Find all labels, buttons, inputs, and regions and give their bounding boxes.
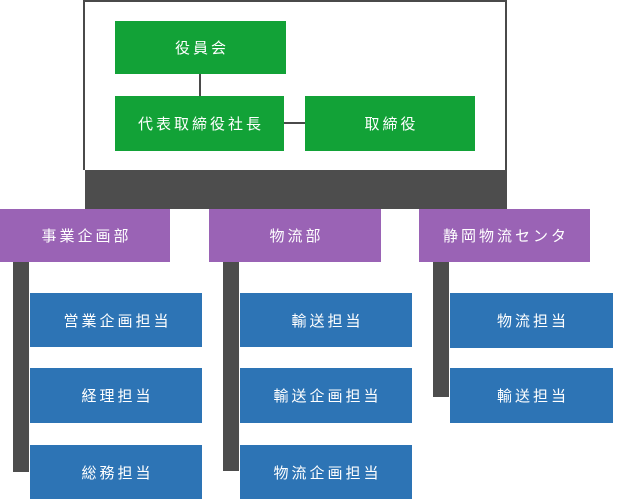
team-box-transport-planning: 輸送企画担当	[240, 368, 412, 423]
platform-bar	[85, 170, 507, 209]
team-box-accounting: 経理担当	[30, 368, 202, 423]
org-node-president: 代表取締役社長	[115, 96, 284, 151]
connector-board-president	[199, 74, 201, 96]
connector-dept-logistics	[223, 262, 239, 471]
dept-box-business-planning: 事業企画部	[0, 209, 170, 262]
team-box-transport: 輸送担当	[240, 293, 412, 347]
org-node-director: 取締役	[305, 96, 475, 151]
connector-dept-business-planning	[13, 262, 29, 472]
connector-president-director	[284, 122, 305, 124]
team-box-general-affairs: 総務担当	[30, 445, 202, 499]
connector-dept-shizuoka-center	[433, 262, 449, 397]
team-box-center-transport: 輸送担当	[450, 368, 613, 423]
team-box-center-logistics: 物流担当	[450, 293, 613, 348]
dept-box-shizuoka-center: 静岡物流センタ	[419, 209, 590, 262]
org-node-board: 役員会	[115, 21, 286, 74]
team-box-logistics-planning: 物流企画担当	[240, 445, 412, 499]
dept-box-logistics: 物流部	[209, 209, 381, 262]
team-box-sales-planning: 営業企画担当	[30, 293, 202, 347]
